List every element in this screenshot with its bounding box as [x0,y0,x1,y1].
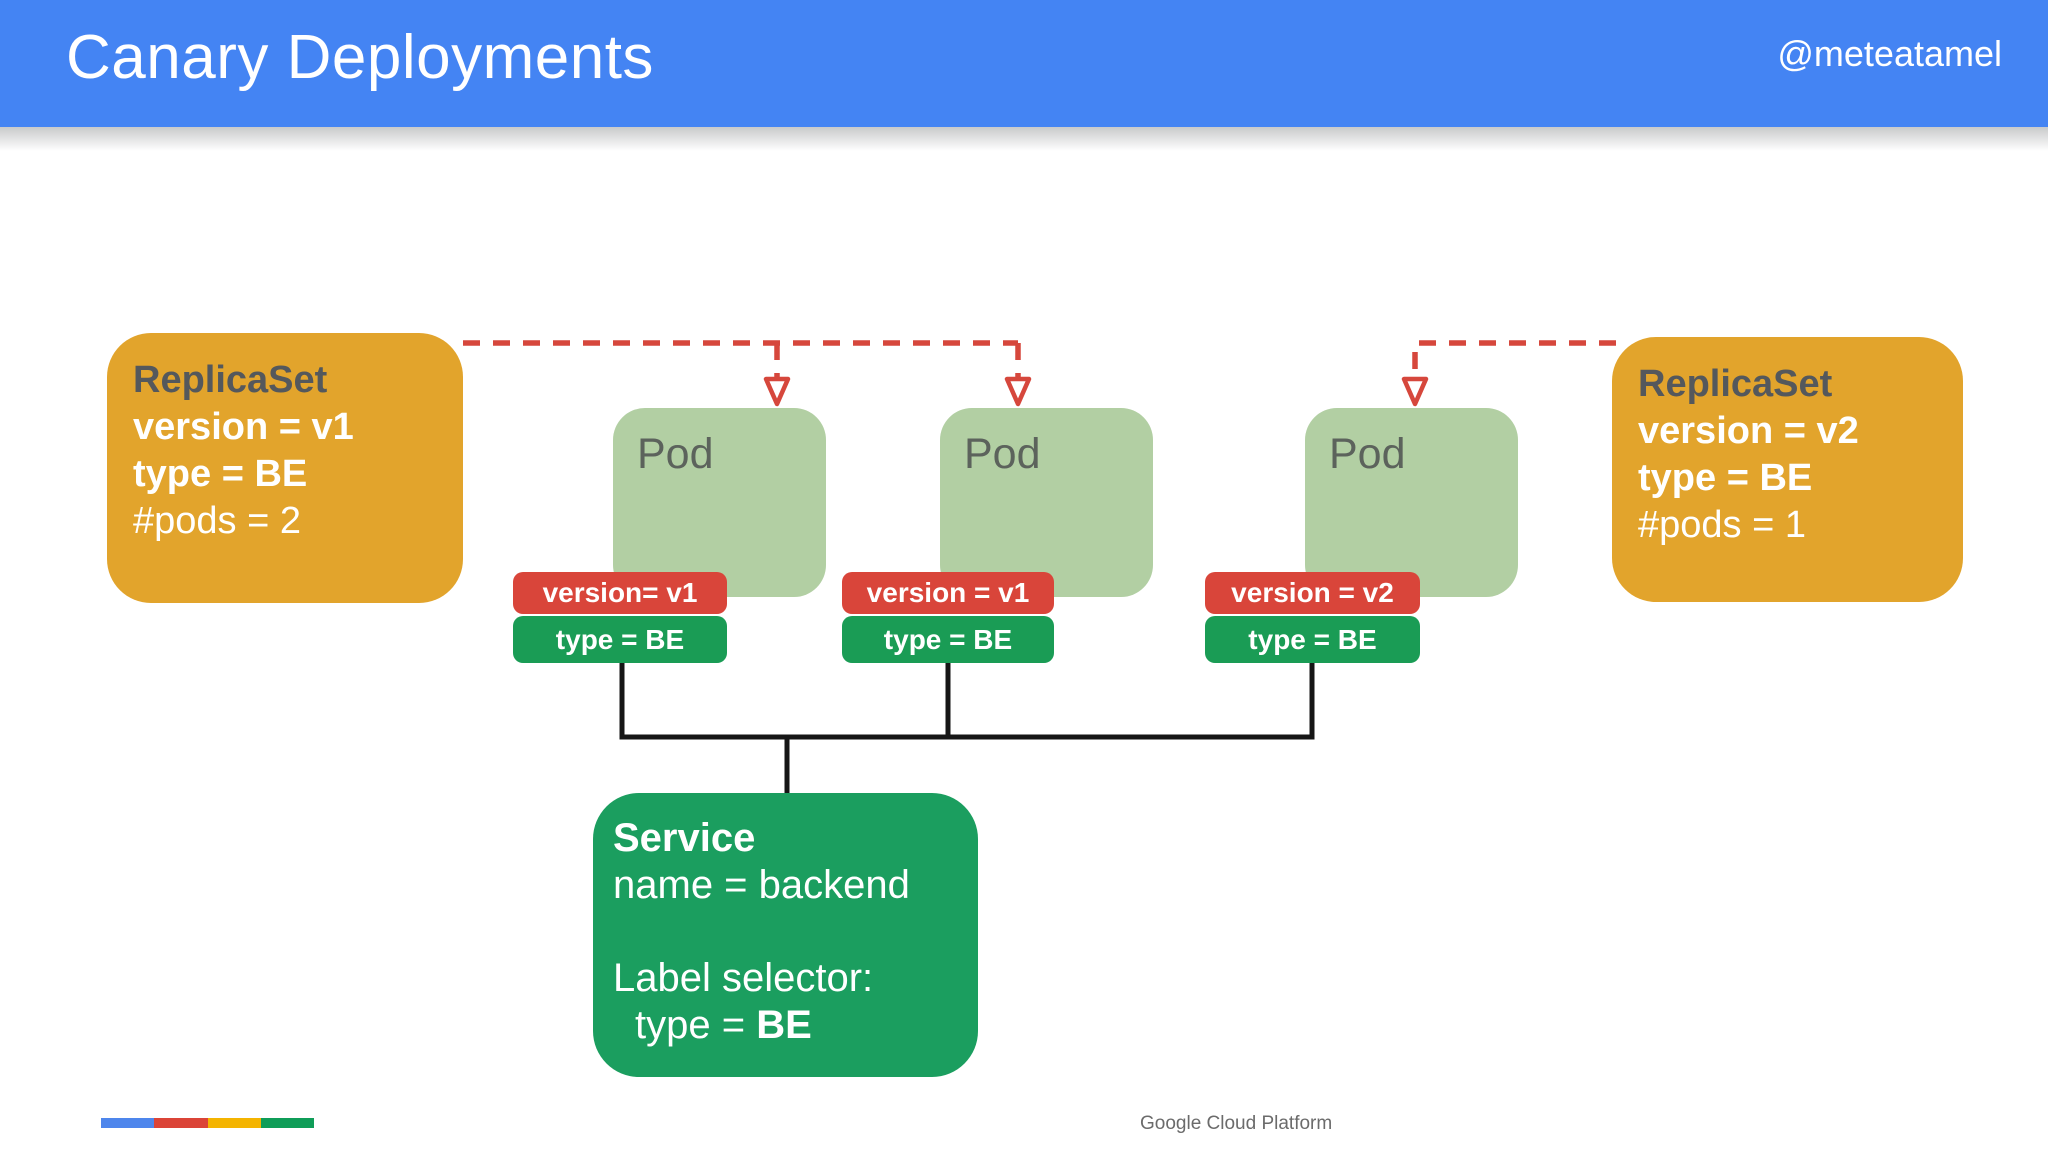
service-title: Service [613,816,756,860]
dashed-line-replicaset-v2 [1412,340,1616,378]
pod1-version-label: version= v1 [513,572,727,614]
pod2-type-label: type = BE [842,616,1054,663]
replicaset-type: type = BE [133,453,308,495]
bar-segment-yellow [207,1118,261,1128]
bar-segment-red [154,1118,208,1128]
replicaset-title: ReplicaSet [1638,363,1833,405]
service-selector-rule: type = BE [613,1002,978,1049]
replicaset-v2-box: ReplicaSet version = v2 type = BE #pods … [1612,337,1963,602]
google-colors-bar [101,1118,314,1128]
arrowhead-pod1-icon [763,376,791,407]
service-name: name = backend [613,863,910,907]
pod3-version-label: version = v2 [1205,572,1420,614]
slide-header: Canary Deployments @meteatamel [0,0,2048,127]
replicaset-pod-count: #pods = 2 [133,500,301,542]
pod-title: Pod [964,430,1041,478]
brand-text: Google Cloud Platform [1140,1113,1333,1134]
pod2-version-label: version = v1 [842,572,1054,614]
pod1-type-label: type = BE [513,616,727,663]
service-spacer [613,909,978,955]
replicaset-type: type = BE [1638,457,1813,499]
pod-box-3: Pod [1305,408,1518,597]
header-shadow [0,127,2048,151]
bar-segment-blue [101,1118,155,1128]
bar-segment-green [260,1118,314,1128]
pod-box-2: Pod [940,408,1153,597]
replicaset-v1-box: ReplicaSet version = v1 type = BE #pods … [107,333,463,603]
pod3-type-label: type = BE [1205,616,1420,663]
service-box: Service name = backend Label selector: t… [593,793,978,1077]
arrowhead-pod3-icon [1401,376,1429,407]
replicaset-version: version = v2 [1638,410,1859,452]
pod-title: Pod [1329,430,1406,478]
service-selector-heading: Label selector: [613,956,874,1000]
selector-key: type = [635,1003,757,1047]
author-handle: @meteatamel [1777,33,2002,74]
arrowhead-pod2-icon [1004,376,1032,407]
slide-title: Canary Deployments [66,23,654,92]
selector-value: BE [756,1003,812,1047]
pod-box-1: Pod [613,408,826,597]
replicaset-pod-count: #pods = 1 [1638,504,1806,546]
replicaset-version: version = v1 [133,406,354,448]
pod-title: Pod [637,430,714,478]
replicaset-title: ReplicaSet [133,359,328,401]
